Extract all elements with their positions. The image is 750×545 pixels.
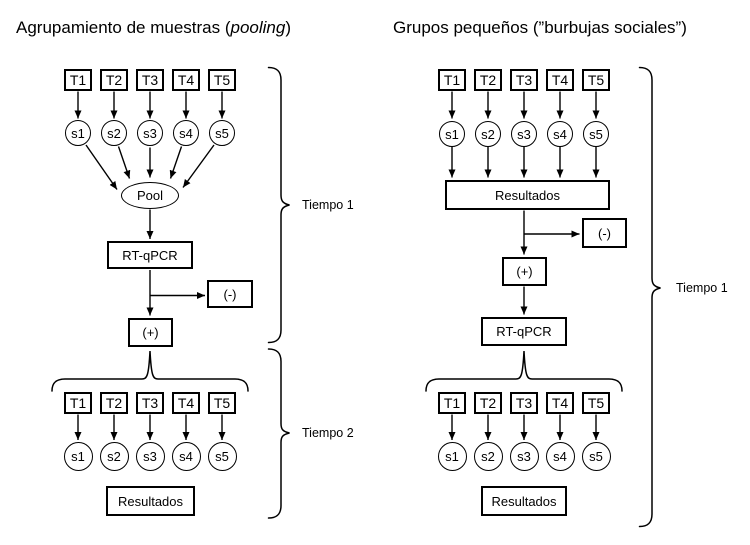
tube-box: T2 bbox=[100, 69, 128, 91]
tube-box: T2 bbox=[100, 392, 128, 414]
sample-circle: s4 bbox=[547, 121, 573, 147]
sample-circle: s1 bbox=[63, 442, 93, 471]
tube-box: T1 bbox=[64, 69, 92, 91]
sample-circle: s2 bbox=[99, 442, 129, 471]
tube-box: T1 bbox=[438, 69, 466, 91]
sample-circle: s5 bbox=[207, 442, 237, 471]
right-tube-to-sample-arrows-time2 bbox=[448, 414, 600, 440]
sample-circle: s1 bbox=[65, 120, 91, 146]
tube-box: T4 bbox=[172, 69, 200, 91]
right-sample-to-results-arrows bbox=[448, 147, 600, 178]
tube-box: T4 bbox=[546, 69, 574, 91]
sample-circle: s5 bbox=[583, 121, 609, 147]
left-pcr-result-branch bbox=[146, 270, 205, 316]
rt-qpcr-box: RT-qPCR bbox=[107, 241, 193, 269]
tiempo-1-label: Tiempo 1 bbox=[676, 281, 728, 295]
tube-box: T4 bbox=[546, 392, 574, 414]
sample-circle: s3 bbox=[509, 442, 539, 471]
sample-circle: s3 bbox=[137, 120, 163, 146]
tube-box: T5 bbox=[208, 69, 236, 91]
results-box: Resultados bbox=[481, 486, 567, 516]
left-horizontal-brace bbox=[51, 350, 249, 392]
tube-box: T3 bbox=[510, 69, 538, 91]
left-tube-to-sample-arrows-time2 bbox=[74, 414, 226, 440]
tube-box: T2 bbox=[474, 392, 502, 414]
tube-box: T5 bbox=[582, 392, 610, 414]
positive-result-box: (+) bbox=[128, 318, 173, 347]
left-tiempo2-brace bbox=[267, 348, 290, 519]
sample-circle: s1 bbox=[437, 442, 467, 471]
right-tube-to-sample-arrows-time1 bbox=[448, 91, 600, 119]
tube-box: T2 bbox=[474, 69, 502, 91]
negative-result-box: (-) bbox=[207, 280, 253, 308]
right-diagram-title: Grupos pequeños (”burbujas sociales”) bbox=[393, 18, 687, 37]
sample-circle: s5 bbox=[209, 120, 235, 146]
results-pooled-box: Resultados bbox=[445, 180, 610, 210]
tube-box: T4 bbox=[172, 392, 200, 414]
tube-box: T1 bbox=[438, 392, 466, 414]
rt-qpcr-box: RT-qPCR bbox=[481, 317, 567, 346]
pool-ellipse: Pool bbox=[121, 182, 179, 209]
tube-box: T3 bbox=[510, 392, 538, 414]
tube-box: T3 bbox=[136, 69, 164, 91]
tiempo-1-label: Tiempo 1 bbox=[302, 198, 354, 212]
left-tiempo1-brace bbox=[267, 66, 290, 344]
right-results-branch bbox=[520, 210, 580, 255]
left-tube-to-sample-arrows-time1 bbox=[74, 91, 226, 119]
tiempo-2-label: Tiempo 2 bbox=[302, 426, 354, 440]
tube-box: T1 bbox=[64, 392, 92, 414]
right-horizontal-brace bbox=[425, 350, 623, 392]
sample-circle: s4 bbox=[171, 442, 201, 471]
positive-result-box: (+) bbox=[502, 257, 547, 286]
sample-circle: s2 bbox=[473, 442, 503, 471]
tube-box: T3 bbox=[136, 392, 164, 414]
sample-circle: s3 bbox=[511, 121, 537, 147]
left-sample-to-pool-arrows bbox=[85, 144, 215, 190]
negative-result-box: (-) bbox=[582, 218, 627, 248]
tube-box: T5 bbox=[582, 69, 610, 91]
sample-circle: s5 bbox=[581, 442, 611, 471]
left-diagram-title: Agrupamiento de muestras (pooling) bbox=[16, 18, 291, 37]
sample-circle: s4 bbox=[545, 442, 575, 471]
sample-circle: s4 bbox=[173, 120, 199, 146]
sample-circle: s2 bbox=[101, 120, 127, 146]
sample-circle: s2 bbox=[475, 121, 501, 147]
tube-box: T5 bbox=[208, 392, 236, 414]
sample-circle: s3 bbox=[135, 442, 165, 471]
results-box: Resultados bbox=[106, 486, 195, 516]
right-tiempo1-brace bbox=[638, 66, 661, 528]
sample-circle: s1 bbox=[439, 121, 465, 147]
